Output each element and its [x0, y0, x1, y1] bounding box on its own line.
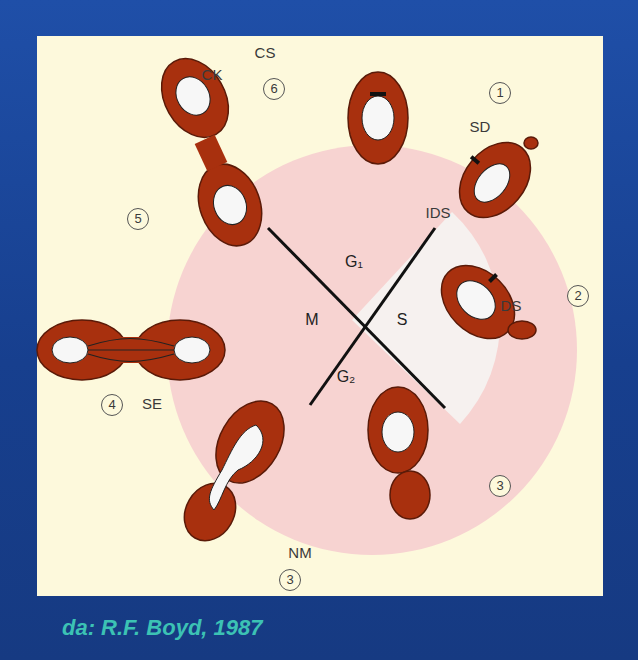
spindle-pole-bodies [370, 92, 498, 283]
stage-label: NM [288, 545, 311, 560]
callout-number: 1 [489, 82, 511, 104]
phase-divider [310, 228, 435, 405]
stage-label: CK [202, 67, 223, 82]
phase-divider [268, 228, 445, 408]
callout-number: 3 [489, 475, 511, 497]
source-caption: da: R.F. Boyd, 1987 [62, 615, 263, 641]
stage-label: SE [142, 396, 162, 411]
stage-label: DS [501, 298, 522, 313]
callout-number: 5 [127, 208, 149, 230]
nuclei [52, 71, 517, 510]
callout-number: 6 [263, 78, 285, 100]
callout-number: 3 [279, 569, 301, 591]
phase-label: S [397, 312, 408, 328]
callout-number: 4 [101, 394, 123, 416]
stage-label: CS [255, 45, 276, 60]
panel [37, 36, 603, 596]
phase-label: G₂ [337, 369, 356, 385]
cycle-disc [167, 145, 577, 555]
stage-label: SD [470, 119, 491, 134]
stage-label: IDS [425, 205, 450, 220]
phase-label: G₁ [345, 254, 363, 270]
phase-label: M [305, 312, 318, 328]
yeast-cells [37, 47, 545, 550]
spindle [88, 339, 174, 362]
callout-number: 2 [567, 285, 589, 307]
